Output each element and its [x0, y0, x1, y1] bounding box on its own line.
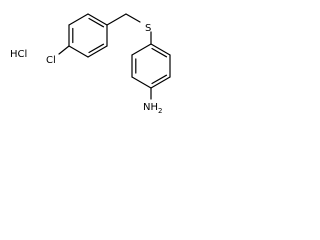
ch2-s-bond [125, 13, 141, 23]
amine-label: NH2 [143, 102, 162, 115]
amine-text: NH [143, 102, 158, 113]
ring2-bond-1 [150, 43, 171, 56]
chloro-bond [58, 45, 70, 55]
ring1-double-1 [88, 17, 105, 28]
ring2-bond-6 [131, 43, 152, 56]
ring2-bond-4 [131, 76, 152, 89]
ring1-double-2 [88, 43, 105, 54]
benzyl-bond [106, 13, 127, 26]
aniline-ring [131, 43, 171, 89]
amine-subscript: 2 [158, 107, 162, 115]
ring1-bond-3 [87, 45, 108, 58]
salt-label: HCl [10, 49, 27, 60]
chlorophenyl-ring [68, 13, 108, 58]
ring2-bond-3 [150, 76, 171, 89]
chemical-structure: HCl Cl S NH2 [10, 13, 171, 115]
chlorine-label: Cl [46, 55, 56, 66]
ring1-bond-4 [68, 45, 89, 58]
ring1-bond-1 [87, 13, 108, 26]
sulfur-label: S [145, 23, 151, 34]
ring2-double-2 [151, 74, 168, 85]
ring2-double-1 [151, 47, 168, 58]
ring1-bond-6 [68, 13, 89, 26]
